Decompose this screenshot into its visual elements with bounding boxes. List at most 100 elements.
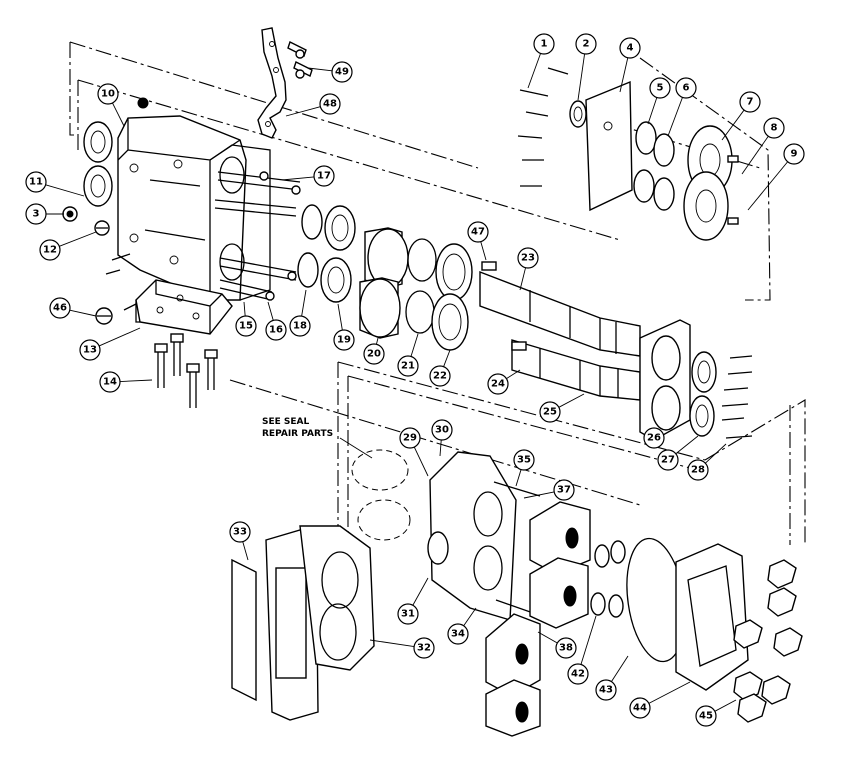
callout-number: 31 xyxy=(401,609,415,620)
callout-number: 28 xyxy=(691,465,705,476)
callout-number: 2 xyxy=(583,39,590,50)
callout-circle xyxy=(431,419,453,441)
callout-circle xyxy=(289,315,311,337)
callout-number: 13 xyxy=(83,345,97,356)
callout-leader xyxy=(667,97,683,137)
callout-25: 25 xyxy=(539,393,585,423)
callout-circle xyxy=(25,171,47,193)
callout-leader xyxy=(675,435,699,455)
callout-circle xyxy=(575,33,597,55)
callout-16: 16 xyxy=(265,301,287,341)
callout-number: 16 xyxy=(269,325,283,336)
front-seals xyxy=(62,121,141,325)
callout-circle xyxy=(97,83,119,105)
callout-35: 35 xyxy=(513,449,535,487)
callout-number: 32 xyxy=(417,643,431,654)
callout-number: 45 xyxy=(699,711,713,722)
callout-11: 11 xyxy=(25,171,85,197)
callout-circle xyxy=(363,343,385,365)
callout-leader xyxy=(611,655,629,682)
callout-10: 10 xyxy=(97,83,125,127)
callout-6: 6 xyxy=(667,77,697,137)
callout-leader xyxy=(480,241,487,261)
bearing-stack xyxy=(297,204,473,351)
callout-leader xyxy=(375,337,379,345)
callout-circle xyxy=(447,623,469,645)
callout-30: 30 xyxy=(431,419,453,457)
pump-body xyxy=(427,451,541,621)
callout-leader xyxy=(747,161,789,211)
callout-number: 8 xyxy=(771,123,778,134)
callout-29: 29 xyxy=(399,427,429,477)
callout-number: 24 xyxy=(491,379,505,390)
callout-number: 42 xyxy=(571,669,585,680)
callout-leader xyxy=(242,541,249,561)
callout-circle xyxy=(49,297,71,319)
callout-circle xyxy=(687,459,709,481)
callout-7: 7 xyxy=(721,91,761,141)
callout-27: 27 xyxy=(657,435,699,471)
callout-number: 5 xyxy=(657,83,664,94)
callout-number: 37 xyxy=(557,485,571,496)
callout-circle xyxy=(429,365,451,387)
callout-circle xyxy=(99,371,121,393)
gear-cover-plate xyxy=(517,67,633,212)
callout-number: 49 xyxy=(335,67,349,78)
callout-circle xyxy=(533,33,555,55)
callout-leader xyxy=(714,699,737,712)
callout-circle xyxy=(313,165,335,187)
callout-23: 23 xyxy=(517,247,539,291)
callout-circle xyxy=(555,637,577,659)
callout-leader xyxy=(721,109,745,141)
callout-9: 9 xyxy=(747,143,805,211)
callout-leader xyxy=(741,135,769,175)
callout-leader xyxy=(267,301,274,321)
callout-circle xyxy=(739,91,761,113)
callout-circle xyxy=(553,479,575,501)
callout-leader xyxy=(119,379,153,382)
callout-number: 47 xyxy=(471,227,485,238)
callout-number: 1 xyxy=(541,39,548,50)
callout-42: 42 xyxy=(567,615,597,685)
callout-number: 17 xyxy=(317,171,331,182)
callout-circle xyxy=(657,449,679,471)
callout-number: 18 xyxy=(293,321,307,332)
callout-leader xyxy=(527,53,542,89)
callout-number: 44 xyxy=(633,703,647,714)
callout-number: 35 xyxy=(517,455,531,466)
callout-leader xyxy=(307,67,333,72)
callout-37: 37 xyxy=(523,479,575,501)
gear-case-housing xyxy=(117,97,271,301)
callout-circle xyxy=(643,427,665,449)
callout-leader xyxy=(285,106,321,117)
callout-47: 47 xyxy=(467,221,489,261)
callout-circle xyxy=(695,705,717,727)
callout-33: 33 xyxy=(229,521,251,561)
callout-leader xyxy=(580,615,597,665)
callout-8: 8 xyxy=(741,117,785,175)
callout-circle xyxy=(397,603,419,625)
callout-leader xyxy=(463,607,477,627)
callout-leader xyxy=(337,303,343,331)
callout-circle xyxy=(25,203,47,225)
callout-number: 43 xyxy=(599,685,613,696)
callout-leader xyxy=(619,57,629,93)
callout-circle xyxy=(467,221,489,243)
callout-leader xyxy=(112,102,125,127)
callout-22: 22 xyxy=(429,349,451,387)
callout-leader xyxy=(537,631,558,644)
callout-15: 15 xyxy=(235,301,257,337)
callout-leader xyxy=(412,577,429,606)
callout-leader xyxy=(506,369,521,380)
studs xyxy=(214,171,301,301)
front-cover-assembly xyxy=(231,525,375,721)
callout-38: 38 xyxy=(537,631,577,659)
callout-21: 21 xyxy=(397,333,419,377)
callout-leader xyxy=(69,309,97,317)
rotor-washers xyxy=(590,540,626,618)
callout-leader xyxy=(369,639,415,647)
callout-number: 29 xyxy=(403,433,417,444)
callout-leader xyxy=(443,349,451,367)
retainer-plate xyxy=(639,319,753,441)
